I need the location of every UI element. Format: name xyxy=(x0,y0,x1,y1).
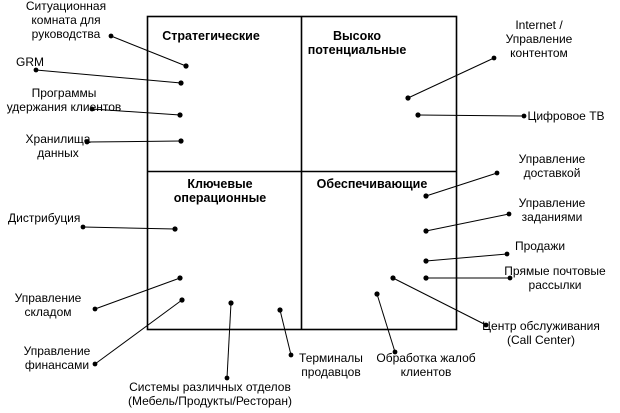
marker-dot-sales-terminals xyxy=(277,307,283,313)
leader-line-data-warehouse xyxy=(86,140,182,143)
marker-dot-grm xyxy=(178,80,184,86)
callout-grm: GRM xyxy=(16,55,44,69)
leader-line-digital-tv xyxy=(417,114,525,117)
callout-label-digital-tv: Цифровое ТВ xyxy=(527,109,604,123)
leader-end-dot-direct-mail xyxy=(507,275,513,281)
callout-sales: Продажи xyxy=(515,239,565,253)
marker-dot-situation-room xyxy=(183,63,189,69)
callout-distribution: Дистрибуция xyxy=(8,211,80,225)
callout-label-grm: GRM xyxy=(16,55,44,69)
leader-end-dot-warehouse-mgmt xyxy=(92,306,98,312)
leader-line-delivery-mgmt xyxy=(425,172,498,197)
marker-dot-retention xyxy=(177,112,183,118)
marker-dot-complaints xyxy=(374,291,380,297)
callout-label-sales: Продажи xyxy=(515,239,565,253)
leader-line-situation-room xyxy=(110,35,187,67)
leader-line-task-mgmt xyxy=(425,213,510,232)
leader-line-warehouse-mgmt xyxy=(94,277,181,310)
leader-line-dept-systems xyxy=(226,302,232,379)
leader-end-dot-delivery-mgmt xyxy=(494,170,500,176)
leader-line-retention xyxy=(91,108,181,116)
leader-end-dot-complaints xyxy=(392,349,398,355)
leader-end-dot-sales xyxy=(504,251,510,257)
leader-end-dot-sales-terminals xyxy=(288,352,294,358)
marker-dot-internet-content xyxy=(405,95,411,101)
leader-end-dot-retention xyxy=(89,106,95,112)
leader-line-grm xyxy=(35,69,182,84)
marker-dot-sales xyxy=(423,258,429,264)
leader-end-dot-distribution xyxy=(80,224,86,230)
marker-dot-call-center xyxy=(390,275,396,281)
marker-dot-dept-systems xyxy=(228,300,234,306)
marker-dot-warehouse-mgmt xyxy=(177,275,183,281)
callout-label-distribution: Дистрибуция xyxy=(8,211,80,225)
leader-line-complaints xyxy=(376,293,396,353)
leader-line-finance-mgmt xyxy=(94,299,183,365)
leader-line-internet-content xyxy=(407,57,495,99)
callout-label-dept-systems: Системы различных отделов(Мебель/Продукт… xyxy=(128,380,292,408)
leader-end-dot-call-center xyxy=(483,322,489,328)
marker-dot-distribution xyxy=(172,226,178,232)
leader-end-dot-task-mgmt xyxy=(506,211,512,217)
leader-line-distribution xyxy=(82,226,176,230)
callout-dept-systems: Системы различных отделов(Мебель/Продукт… xyxy=(128,380,292,408)
leader-end-dot-internet-content xyxy=(491,55,497,61)
marker-dot-task-mgmt xyxy=(423,228,429,234)
marker-dot-delivery-mgmt xyxy=(423,193,429,199)
leader-end-dot-situation-room xyxy=(108,33,114,39)
leader-end-dot-digital-tv xyxy=(521,113,527,119)
leader-end-dot-dept-systems xyxy=(224,375,230,381)
quadrant-title-bottom-right: Обеспечивающие xyxy=(317,177,428,191)
leader-end-dot-grm xyxy=(33,67,39,73)
marker-dot-digital-tv xyxy=(415,112,421,118)
callout-call-center: Центр обслуживания(Call Center) xyxy=(482,319,600,347)
marker-dot-finance-mgmt xyxy=(179,297,185,303)
leader-line-sales xyxy=(425,253,508,262)
marker-dot-data-warehouse xyxy=(178,138,184,144)
marker-dot-direct-mail xyxy=(423,275,429,281)
quadrant-title-top-left: Стратегические xyxy=(162,29,260,43)
callout-label-call-center: Центр обслуживания(Call Center) xyxy=(482,319,600,347)
leader-end-dot-finance-mgmt xyxy=(92,361,98,367)
leader-end-dot-data-warehouse xyxy=(84,139,90,145)
callout-digital-tv: Цифровое ТВ xyxy=(527,109,604,123)
leader-line-sales-terminals xyxy=(279,309,292,356)
leader-line-call-center xyxy=(392,277,487,326)
